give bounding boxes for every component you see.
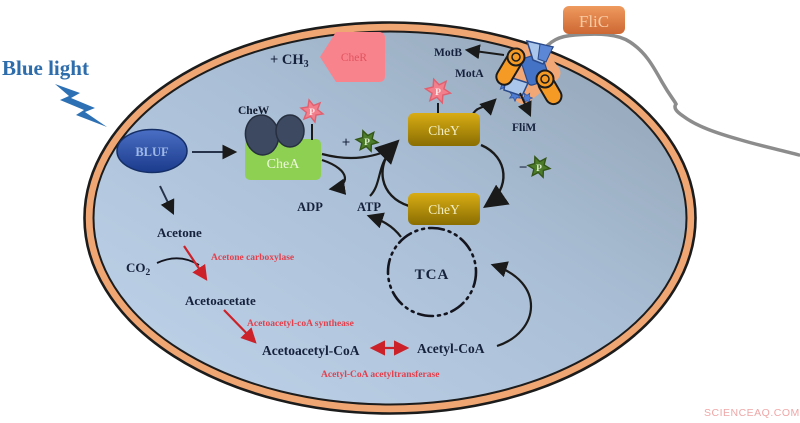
motor-stator-stud-ring [511, 52, 521, 62]
watermark: SCIENCEAQ.COM [704, 407, 800, 419]
arrow-tca-to-atp [366, 212, 402, 238]
acetyl-coa-acetyltransferase-label: Acetyl-CoA acetyltransferase [321, 370, 439, 380]
cheyp-box [408, 113, 480, 146]
chea-label: CheA [267, 157, 301, 172]
acetone-label: Acetone [157, 225, 202, 240]
arrow-acetylcoa-to-tca [490, 261, 532, 348]
phospho-p-label: P [364, 138, 370, 148]
arrow-acetoacetate-to-acetoacetylcoa [223, 309, 257, 344]
phospho-p-label: P [309, 108, 315, 118]
arrow-motor-to-motb [464, 44, 505, 60]
arrow-acetone-to-acetoacetate [183, 245, 208, 281]
lightning-bolt-icon [55, 84, 107, 127]
cell [83, 21, 697, 415]
arrow-chey-to-cheyp [374, 139, 410, 208]
acetone-carboxylase-label: Acetone carboxylase [211, 253, 294, 263]
chey-box [408, 193, 480, 225]
flic-box [563, 6, 625, 34]
cell-membrane-outer-line [83, 21, 697, 415]
plus-sign-label: + [342, 135, 351, 151]
chew-label: CheW [238, 105, 270, 117]
chew-subunit [275, 114, 305, 148]
bluf-protein [116, 128, 188, 174]
motor-stator-stud-ring [540, 74, 550, 84]
mota-label: MotA [455, 68, 484, 80]
arrow-bluf-to-acetone [159, 185, 175, 216]
acetoacetate-label: Acetoacetate [185, 293, 256, 308]
co2-label-sub: 2 [146, 268, 151, 278]
acetyl-coa-label: Acetyl-CoA [417, 341, 485, 356]
methyl-label-main: + CH [270, 52, 304, 68]
cell-membrane-band [84, 22, 696, 414]
methyl-label-sub: 3 [304, 59, 309, 70]
co2-label: CO2 [126, 260, 151, 278]
arrow-chea-to-adp [321, 158, 347, 195]
bluf-label: BLUF [135, 145, 169, 159]
chey-label: CheY [428, 202, 460, 217]
phospho-p-label: P [536, 164, 542, 174]
minus-sign-label: − [519, 160, 528, 176]
arrow-cheyp-to-chey [480, 143, 510, 209]
flic-label: FliC [579, 12, 609, 31]
co2-label-main: CO [126, 260, 146, 275]
tca-cycle-circle [386, 226, 478, 318]
flagellum [538, 32, 800, 157]
motb-label: MotB [434, 47, 462, 59]
atp-label: ATP [357, 200, 381, 214]
motor-stator-stud [506, 47, 526, 67]
tca-label: TCA [415, 267, 450, 283]
arrow-motor-to-flim [517, 92, 532, 118]
cell-membrane-inner-line [92, 30, 688, 406]
motor-stator-stud [535, 69, 555, 89]
cher-label: CheR [341, 52, 368, 64]
flagellar-motor [495, 39, 563, 106]
phospho-p-label: P [435, 88, 441, 98]
motor-hook-funnel-dark [537, 43, 554, 63]
cher-shape [320, 32, 385, 82]
acetoacetyl-coa-label: Acetoacetyl-CoA [262, 343, 360, 358]
adp-label: ADP [297, 200, 323, 214]
blue-light-label: Blue light [2, 56, 89, 80]
methyl-label: + CH3 [270, 52, 309, 70]
acetoacetyl-coa-synthease-label: Acetoacetyl-coA synthease [247, 319, 354, 329]
cheyp-label: CheY [428, 123, 460, 138]
flim-label: FliM [512, 122, 536, 134]
